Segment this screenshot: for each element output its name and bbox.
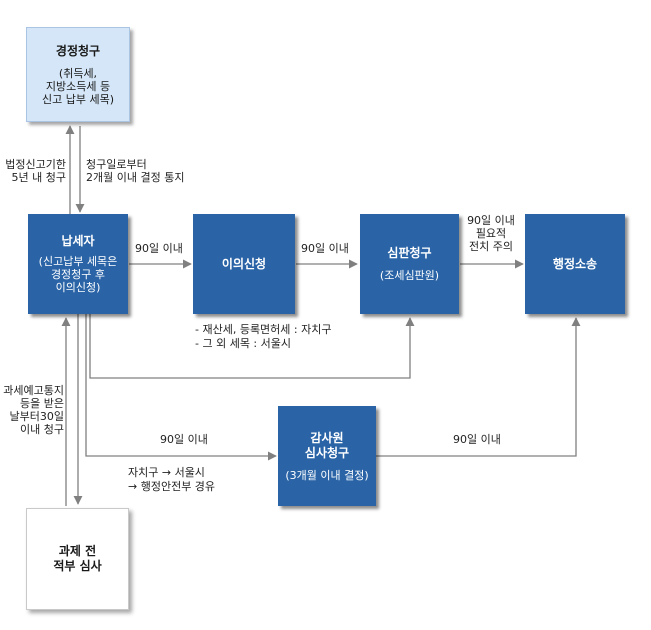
gwase-review-box: 과제 전 적부 심사: [26, 508, 129, 610]
d90-to-gamsa-label: 90일 이내: [160, 433, 208, 446]
gyeongjeong-title: 경정청구: [55, 43, 101, 58]
gamsawon-title: 감사원 심사청구: [304, 430, 350, 460]
simpan-title: 심판청구: [387, 246, 432, 260]
napseja-title: 납세자: [61, 234, 95, 248]
d90-to-haengjeong-label: 90일 이내 필요적 전치 주의: [467, 214, 515, 253]
iui-note-label: - 재산세, 등록면허세 : 자치구 - 그 외 세목 : 서울시: [195, 323, 332, 350]
deadline-left-label: 법정신고기한 5년 내 청구: [5, 158, 66, 184]
haengjeong-title: 행정소송: [552, 256, 598, 271]
simpan-subtitle: (조세심판원): [379, 269, 440, 282]
gamsawon-review-box: 감사원 심사청구 (3개월 이내 결정): [278, 406, 376, 506]
d90-to-iui-label: 90일 이내: [135, 242, 183, 255]
gwase-notice-label: 과세예고통지 등을 받은 날부터30일 이내 청구: [3, 384, 64, 436]
d90-to-simpan-label: 90일 이내: [301, 242, 349, 255]
gyeongjeong-subtitle: (취득세, 지방소득세 등 신고 납부 세목): [41, 66, 114, 106]
napseja-box: 납세자 (신고납부 세목은 경정청구 후 이의신청): [28, 214, 128, 314]
napseja-subtitle: (신고납부 세목은 경정청구 후 이의신청): [38, 255, 118, 294]
route-note-label: 자치구 → 서울시 → 행정안전부 경유: [128, 466, 216, 493]
d90-gamsa-to-haengjeong-label: 90일 이내: [453, 433, 501, 446]
gyeongjeong-request-box: 경정청구 (취득세, 지방소득세 등 신고 납부 세목): [26, 27, 130, 122]
gwase-title: 과제 전 적부 심사: [53, 544, 102, 573]
iui-request-box: 이의신청: [193, 214, 295, 314]
arrow-gamsa-to-haengjeong: [376, 317, 581, 457]
arrow-napseja-to-gamsa: [85, 314, 277, 461]
gamsawon-subtitle: (3개월 이내 결정): [285, 468, 369, 482]
simpan-request-box: 심판청구 (조세심판원): [360, 214, 459, 314]
decision-right-label: 청구일로부터 2개월 이내 결정 통지: [86, 158, 185, 184]
iui-title: 이의신청: [221, 256, 267, 271]
arrow-napseja-to-simpan: [89, 314, 415, 379]
haengjeong-suit-box: 행정소송: [525, 214, 625, 314]
